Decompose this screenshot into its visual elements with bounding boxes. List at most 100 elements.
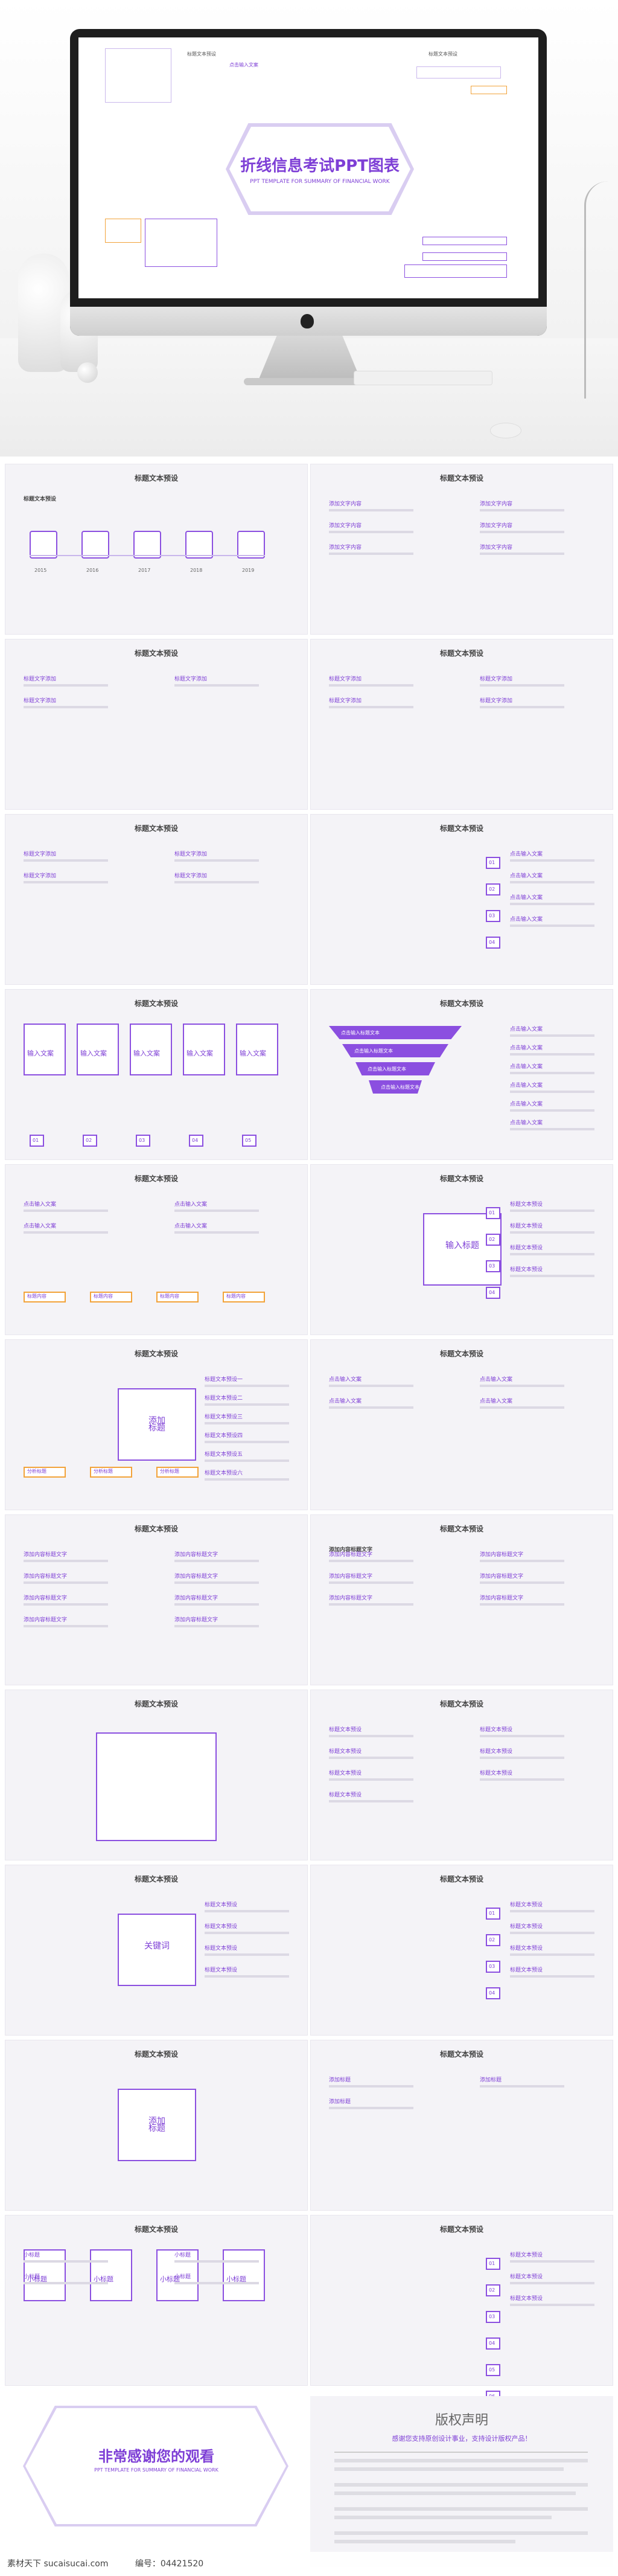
placeholder-line (510, 1275, 594, 1277)
year-label: 2019 (242, 568, 255, 573)
card-box (130, 1024, 172, 1075)
watermark-id-label: 编号： (135, 2559, 161, 2569)
screen-box (422, 252, 507, 261)
content-label: 添加文字内容 (480, 523, 513, 529)
number-box (486, 1207, 500, 1219)
slide-panel: 标题文本预设标题文字添加标题文字添加标题文字添加标题文字添加 (5, 814, 308, 985)
placeholder-line (480, 1581, 564, 1584)
funnel-label: 点击输入标题文本 (354, 1048, 393, 1054)
number-label: 02 (86, 1138, 92, 1143)
apple-logo-icon (301, 314, 314, 328)
content-label: 添加内容标题文字 (174, 1595, 218, 1601)
hero-subtitle: PPT TEMPLATE FOR SUMMARY OF FINANCIAL WO… (250, 179, 390, 185)
mouse (490, 423, 521, 438)
center-box (423, 1213, 502, 1286)
content-label: 添加内容标题文字 (24, 1552, 68, 1558)
placeholder-line (480, 1778, 564, 1781)
placeholder-line (480, 1757, 564, 1759)
screen-label-right: 标题文本预设 (428, 51, 457, 57)
slide-title: 标题文本预设 (134, 1875, 178, 1883)
number-box (486, 1934, 500, 1946)
placeholder-line (24, 881, 108, 883)
slide-title: 标题文本预设 (134, 649, 178, 658)
number-label: 03 (139, 1138, 145, 1143)
placeholder-line (205, 1403, 289, 1406)
slide-panel: 标题文本预设标题文字添加标题文字添加标题文字添加标题文字添加 (310, 639, 613, 810)
card-label: 输入文案 (240, 1049, 266, 1057)
content-label: 标题文本预设 (510, 1924, 543, 1930)
placeholder-line (329, 1757, 413, 1759)
placeholder-line (205, 1975, 289, 1978)
tag-box (24, 1467, 66, 1478)
number-label: 04 (489, 2341, 495, 2346)
monitor-screen: 标题文本预设 标题文本预设 点击输入文案 折线信息考试PPT图表 PPT TEM… (78, 37, 538, 298)
content-label: 添加内容标题文字 (174, 1617, 218, 1623)
placeholder-line (329, 684, 413, 687)
placeholder-line (24, 684, 108, 687)
placeholder-line (24, 1560, 108, 1562)
slide-title: 标题文本预设 (134, 1174, 178, 1183)
center-box (118, 1914, 196, 1986)
placeholder-line (329, 509, 413, 511)
placeholder-line (205, 1478, 289, 1481)
content-label: 添加内容标题文字 (329, 1595, 373, 1601)
slide-title: 标题文本预设 (439, 1700, 483, 1708)
content-label: 添加文字内容 (329, 501, 362, 507)
number-label: 01 (489, 2261, 495, 2266)
placeholder-line (510, 1072, 594, 1074)
content-label: 标题文本预设一 (205, 1377, 243, 1383)
tag-box (90, 1292, 132, 1302)
placeholder-line (205, 1385, 289, 1387)
content-label: 点击输入文案 (510, 1027, 543, 1033)
center-label: 添加 标题 (148, 2116, 165, 2133)
placeholder-line (480, 1560, 564, 1562)
card-box (24, 1024, 66, 1075)
placeholder-line (510, 1128, 594, 1130)
placeholder-line (480, 1735, 564, 1737)
placeholder-line (510, 2282, 594, 2284)
screen-label-left: 标题文本预设 (187, 51, 216, 57)
center-box (118, 1388, 196, 1461)
placeholder-line (480, 553, 564, 555)
placeholder-line (205, 1422, 289, 1424)
keyboard (354, 371, 492, 385)
slide-panel: 标题文本预设添加文字内容添加文字内容添加文字内容添加文字内容添加文字内容添加文字… (310, 464, 613, 635)
number-box (486, 937, 500, 949)
card-box (223, 2249, 265, 2301)
placeholder-line (510, 1053, 594, 1056)
year-label: 2018 (190, 568, 203, 573)
monitor: 标题文本预设 标题文本预设 点击输入文案 折线信息考试PPT图表 PPT TEM… (70, 29, 547, 336)
number-label: 05 (489, 2367, 495, 2373)
content-label: 标题文本预设 (329, 1792, 362, 1798)
placeholder-line (24, 1625, 108, 1627)
content-label: 标题文本预设 (205, 1924, 238, 1930)
placeholder-line (24, 706, 108, 708)
card-box (77, 1024, 119, 1075)
number-box (83, 1135, 97, 1147)
card-label: 输入文案 (27, 1049, 54, 1057)
placeholder-line (174, 1210, 259, 1212)
watermark-site: 素材天下 sucaisucai.com (7, 2559, 109, 2569)
copyright-text-line (334, 2483, 588, 2487)
content-label: 标题文字添加 (329, 676, 362, 682)
thanks-slide: 非常感谢您的观看 PPT TEMPLATE FOR SUMMARY OF FIN… (5, 2396, 308, 2567)
placeholder-line (174, 1231, 259, 1234)
content-label: 点击输入文案 (510, 1101, 543, 1107)
placeholder-line (329, 1406, 413, 1409)
content-label: 点击输入文案 (174, 1223, 208, 1229)
number-label: 03 (489, 1263, 495, 1269)
placeholder-line (205, 1441, 289, 1443)
number-box (486, 857, 500, 869)
placeholder-line (174, 1581, 259, 1584)
content-label: 添加文字内容 (329, 545, 362, 551)
number-box (486, 883, 500, 896)
placeholder-line (510, 924, 594, 927)
number-label: 02 (489, 1937, 495, 1943)
number-box (486, 1908, 500, 1920)
content-label: 点击输入文案 (24, 1202, 57, 1208)
placeholder-line (205, 1953, 289, 1956)
content-label: 标题文本预设 (510, 1946, 543, 1952)
content-label: 点击输入文案 (510, 1064, 543, 1070)
slide-title: 标题文本预设 (439, 1174, 483, 1183)
number-box (30, 1135, 44, 1147)
